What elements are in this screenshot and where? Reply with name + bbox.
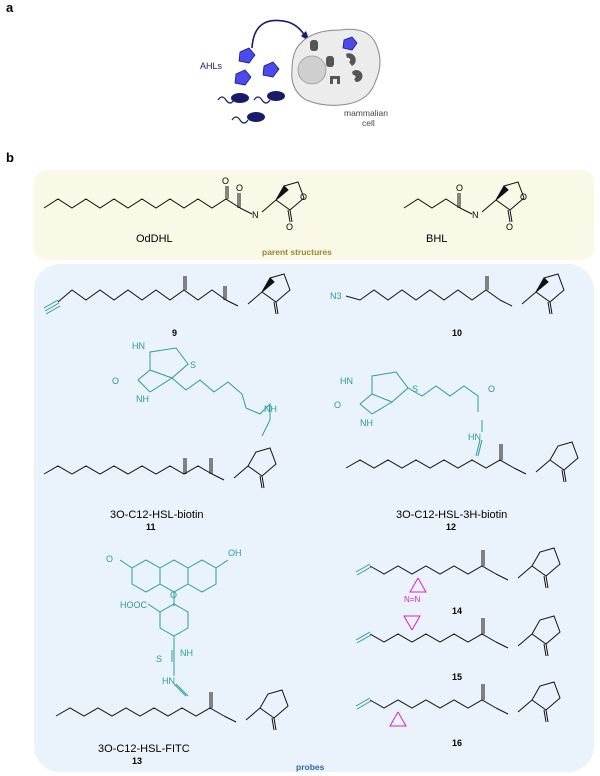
compound-13-nh: NH: [180, 648, 193, 658]
uptake-arrow: [251, 19, 307, 49]
probes-caption: probes: [296, 762, 325, 772]
compound-12-name: 3O-C12-HSL-3H-biotin: [396, 509, 507, 521]
compound-13-ring-o: O: [170, 590, 177, 600]
bhl-amide-o: O: [456, 183, 463, 193]
compound-12-nh: NH: [360, 418, 373, 428]
parent-structures-box: [34, 170, 594, 260]
compound-11-sulfur: S: [190, 360, 196, 370]
compound-12-structure: [345, 441, 579, 483]
oddhl-amide-o: O: [236, 183, 243, 193]
compound-9-structure: [43, 273, 291, 315]
cell-label-line1: mammalian: [344, 108, 388, 118]
parent-structures-caption: parent structures: [262, 247, 332, 257]
compound-11-name: 3O-C12-HSL-biotin: [110, 509, 204, 521]
compound-11-nh: NH: [136, 394, 149, 404]
oddhl-ring-o: O: [300, 192, 307, 202]
compound-13-hooc: HOOC: [120, 600, 148, 610]
panel-a-letter: a: [6, 0, 14, 15]
compound-16-structure: [355, 681, 561, 723]
oddhl-ketone-o: O: [222, 176, 229, 186]
compound-11-number: 11: [146, 522, 156, 532]
compound-12-hn-hn: HN: [468, 432, 481, 442]
compound-11-biotin-moiety: [137, 347, 271, 437]
bhl-lactone-o: O: [506, 222, 513, 232]
compound-12-sulfur: S: [412, 384, 418, 394]
panel-b-letter: b: [6, 150, 14, 165]
bacterium-2: [253, 91, 285, 104]
oddhl-structure: [43, 181, 305, 223]
compound-11-hn: HN: [132, 341, 145, 351]
compound-14-structure: [355, 547, 561, 589]
compound-11-amide-nh: NH: [264, 404, 277, 414]
compound-13-quinone-o: O: [106, 554, 113, 564]
compound-14-diazirine: [409, 577, 427, 593]
bhl-name: BHL: [426, 233, 447, 245]
compound-9-number: 9: [172, 328, 177, 338]
compound-14-diazirine-label: N=N: [404, 595, 420, 604]
internalized-ahl: [342, 36, 358, 51]
compound-15-structure: [355, 615, 561, 657]
compound-12-hydrazide-o: O: [488, 384, 495, 394]
compound-16-diazirine: [389, 711, 407, 727]
compound-10-structure: [345, 273, 565, 315]
compound-12-hn: HN: [340, 376, 353, 386]
compound-11-structure: [43, 447, 277, 489]
compound-13-thiourea-s: S: [156, 654, 162, 664]
compound-12-urea-o: O: [334, 400, 341, 410]
compound-12-biotin-moiety: [359, 371, 483, 457]
cell-nucleus: [297, 55, 327, 85]
cell-label-line2: cell: [362, 118, 375, 128]
compound-13-number: 13: [132, 756, 142, 766]
compound-12-number: 12: [446, 522, 456, 532]
compound-15-number: 15: [452, 672, 462, 682]
compound-10-azide: N3: [330, 291, 342, 301]
compound-13-name: 3O-C12-HSL-FITC: [98, 743, 190, 755]
compound-14-number: 14: [452, 606, 462, 616]
compound-16-number: 16: [452, 738, 462, 748]
ahl-pentagon-3: [234, 69, 252, 86]
ahl-pentagon-2: [262, 61, 280, 78]
bacterium-3: [231, 112, 265, 124]
compound-13-oh: OH: [228, 548, 242, 558]
bacterium-1: [217, 93, 249, 104]
compound-15-diazirine: [403, 615, 421, 631]
ahls-label: AHLs: [200, 61, 223, 71]
bhl-structure: [403, 181, 525, 223]
oddhl-nh: N: [252, 210, 259, 220]
bhl-ring-o: O: [520, 192, 527, 202]
compound-10-number: 10: [452, 328, 462, 338]
cell-receptors: [310, 40, 366, 84]
compound-13-fluorescein-moiety: [119, 559, 229, 697]
compound-11-urea-o: O: [112, 376, 119, 386]
bhl-nh: N: [472, 210, 479, 220]
oddhl-lactone-o: O: [286, 222, 293, 232]
compound-13-structure: [55, 689, 289, 731]
ahl-pentagon-1: [238, 47, 256, 64]
oddhl-name: OdDHL: [136, 233, 173, 245]
panel-a-schematic: AHLs mammalian cell: [200, 19, 388, 128]
compound-13-hn: HN: [162, 676, 175, 686]
